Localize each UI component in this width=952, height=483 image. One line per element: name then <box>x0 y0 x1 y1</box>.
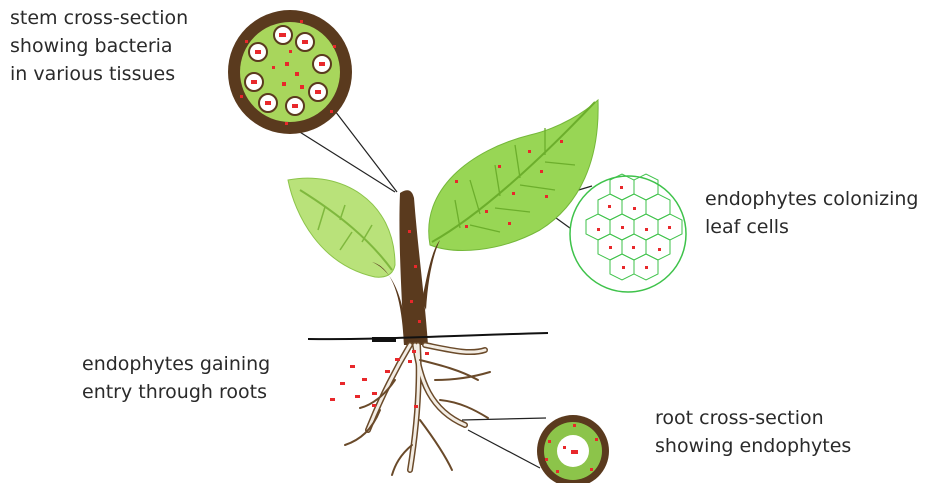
left-leaf <box>288 178 395 277</box>
leaf-cells-label: endophytes colonizing leaf cells <box>705 185 919 241</box>
leaf-cells-cross-section <box>570 174 686 292</box>
root-cross-section <box>537 415 609 483</box>
soil-line <box>308 333 548 342</box>
root-cross-section-label: root cross-section showing endophytes <box>655 404 851 460</box>
stem-cross-section <box>228 10 352 134</box>
stem <box>372 190 440 345</box>
roots <box>345 345 490 475</box>
roots-entry-label: endophytes gaining entry through roots <box>82 350 270 406</box>
stem-cross-section-label: stem cross-section showing bacteria in v… <box>10 4 188 88</box>
